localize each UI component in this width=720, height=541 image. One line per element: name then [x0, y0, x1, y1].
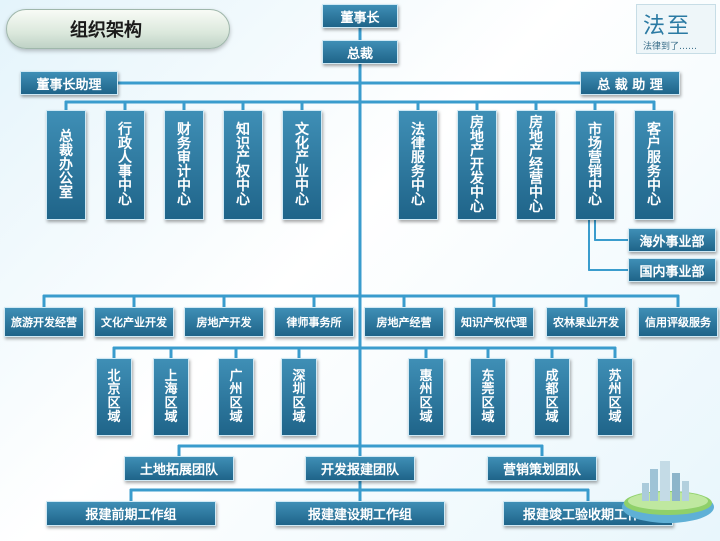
- president-node: 总裁: [322, 40, 398, 64]
- chairman-assistant-node: 董事长助理: [20, 71, 118, 95]
- region-node: 成都区域: [534, 358, 570, 436]
- team-node: 土地拓展团队: [124, 456, 234, 481]
- region-node: 惠州区域: [408, 358, 444, 436]
- center-node: 房地产经营中心: [516, 110, 556, 220]
- workgroup-node: 报建建设期工作组: [275, 501, 445, 526]
- region-node: 北京区域: [96, 358, 132, 436]
- region-node: 上海区域: [153, 358, 189, 436]
- region-node: 苏州区域: [597, 358, 633, 436]
- team-node: 开发报建团队: [305, 456, 415, 481]
- president-assistant-node: 总 裁 助 理: [580, 71, 680, 95]
- region-node: 广州区域: [218, 358, 254, 436]
- region-node: 东莞区域: [470, 358, 506, 436]
- logo-mark: 法至: [643, 14, 692, 39]
- division-node-overseas: 海外事业部: [628, 228, 716, 252]
- center-node: 房地产开发中心: [457, 110, 497, 220]
- center-node: 知识产权中心: [223, 110, 263, 220]
- center-node: 财务审计中心: [164, 110, 204, 220]
- business-node: 旅游开发经营: [4, 307, 84, 337]
- city-globe-icon: [622, 461, 714, 523]
- business-node: 文化产业开发: [94, 307, 174, 337]
- page-title: 组织架构: [70, 20, 142, 41]
- brand-logo: 法至 法律到了……: [636, 4, 716, 54]
- workgroup-node: 报建前期工作组: [46, 501, 216, 526]
- center-node: 法律服务中心: [398, 110, 438, 220]
- business-node: 知识产权代理: [454, 307, 534, 337]
- center-node: 市场营销中心: [575, 110, 615, 220]
- division-node-domestic: 国内事业部: [628, 258, 716, 282]
- center-node: 行政人事中心: [105, 110, 145, 220]
- logo-tagline: 法律到了……: [643, 42, 698, 52]
- business-node: 房地产开发: [184, 307, 264, 337]
- team-node: 营销策划团队: [487, 456, 597, 481]
- region-node: 深圳区域: [281, 358, 317, 436]
- business-node: 信用评级服务: [638, 307, 718, 337]
- center-node: 客户服务中心: [634, 110, 674, 220]
- chairman-node: 董事长: [322, 4, 398, 28]
- center-node: 总裁办公室: [46, 110, 86, 220]
- business-node: 房地产经营: [364, 307, 444, 337]
- title-banner: [6, 9, 230, 49]
- business-node: 农林果业开发: [546, 307, 626, 337]
- business-node: 律师事务所: [274, 307, 354, 337]
- center-node: 文化产业中心: [282, 110, 322, 220]
